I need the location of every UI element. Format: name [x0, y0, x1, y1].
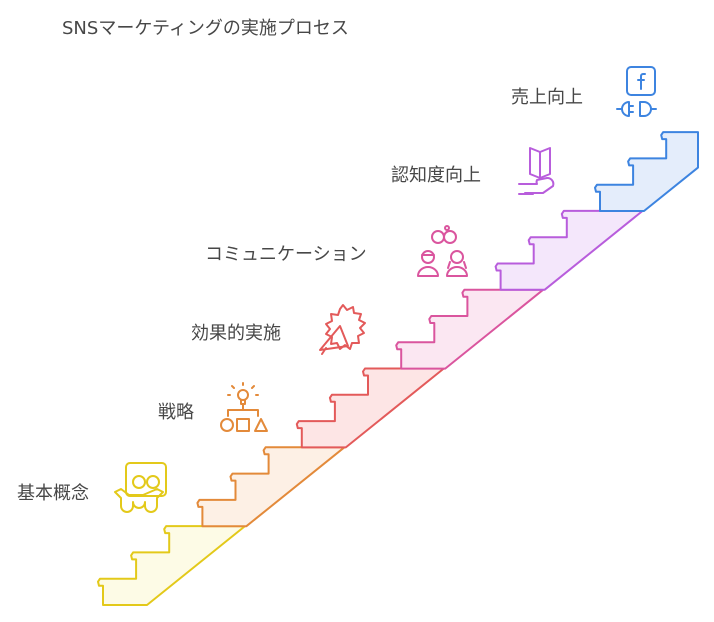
stair-segment-6: [594, 131, 699, 212]
step-label-basics: 基本概念: [17, 483, 89, 504]
reading-person-icon: [114, 462, 167, 513]
facebook-plug-icon: [616, 66, 657, 117]
step-label-execution: 効果的実施: [191, 323, 281, 344]
diagram-title: SNSマーケティングの実施プロセス: [62, 18, 349, 39]
step-label-awareness: 認知度向上: [391, 165, 481, 186]
step-label-strategy: 戦略: [158, 402, 194, 423]
stair-segment-1: [97, 525, 246, 606]
stair-segment-2: [196, 446, 346, 528]
stair-segment-4: [395, 288, 545, 370]
stair-segment-3: [295, 367, 445, 449]
stair-segment-5: [494, 209, 644, 291]
megaphone-icon: [319, 304, 366, 355]
step-label-sales: 売上向上: [511, 87, 583, 108]
strategy-shapes-icon: [220, 382, 268, 432]
people-communication-icon: [417, 225, 468, 277]
book-in-hand-icon: [518, 147, 555, 195]
step-label-communication: コミュニケーション: [205, 244, 367, 265]
